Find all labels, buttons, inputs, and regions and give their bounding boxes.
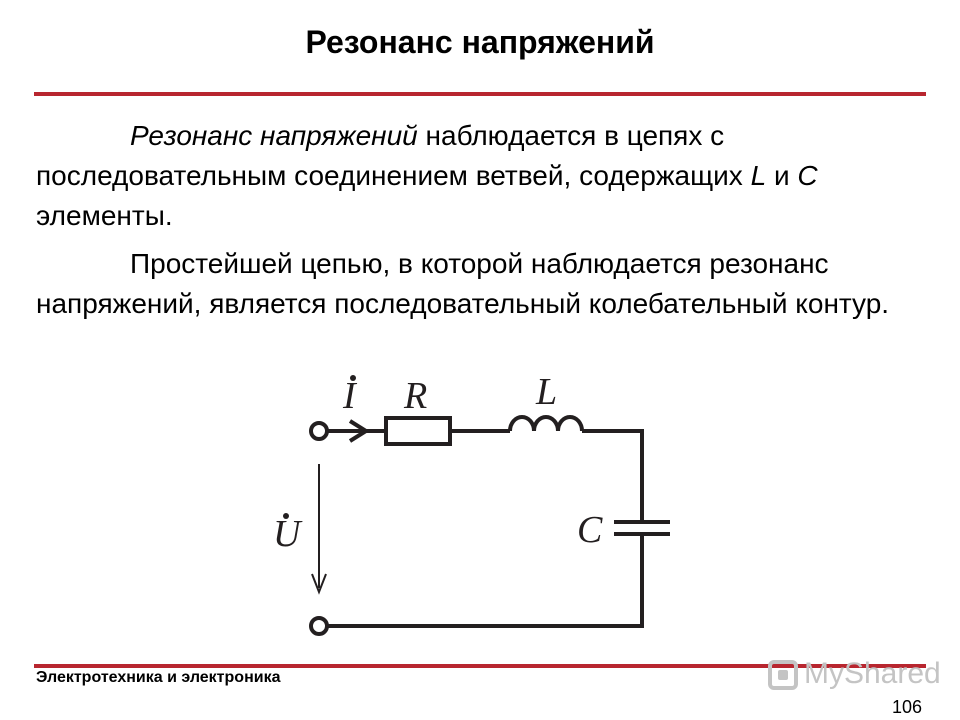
footer-course-title: Электротехника и электроника (36, 669, 281, 686)
myshared-logo-icon (768, 660, 798, 690)
paragraph-1: Резонанс напряжений наблюдается в цепях … (36, 116, 926, 236)
page-number: 106 (891, 697, 922, 717)
voltage-phasor-dot (283, 513, 289, 519)
series-rlc-circuit-diagram: I R L U C (273, 371, 670, 636)
current-label: I (342, 375, 358, 417)
term-voltage-resonance: Резонанс напряжений (130, 120, 418, 151)
slide-title: Резонанс напряжений (305, 24, 655, 60)
input-terminal-bottom (309, 616, 329, 636)
watermark-text: MyShared (804, 657, 941, 690)
resistor (384, 416, 452, 446)
paragraph-1-text-c: элементы. (36, 200, 173, 231)
symbol-l: L (750, 160, 767, 191)
top-divider (34, 92, 926, 96)
voltage-label: U (273, 513, 303, 555)
wire-capacitor-to-output (328, 534, 644, 628)
bottom-divider (34, 664, 926, 668)
watermark: MyShared (768, 654, 941, 694)
symbol-c: C (797, 160, 818, 191)
inductor-label: L (535, 371, 557, 413)
wire-inductor-to-capacitor (582, 429, 644, 522)
input-terminal-top (309, 421, 329, 441)
paragraph-2-text: Простейшей цепью, в которой наблюдается … (36, 248, 890, 319)
current-phasor-dot (350, 375, 356, 381)
paragraph-1-text-b: и (766, 160, 798, 191)
capacitor-label: C (577, 509, 603, 551)
current-arrow (348, 419, 370, 443)
voltage-arrow-head (311, 573, 327, 595)
inductor (508, 415, 584, 432)
paragraph-1-text-a: наблюдается в цепях с последовательным с… (36, 120, 751, 191)
paragraph-2: Простейшей цепью, в которой наблюдается … (36, 244, 926, 324)
resistor-label: R (403, 375, 427, 417)
